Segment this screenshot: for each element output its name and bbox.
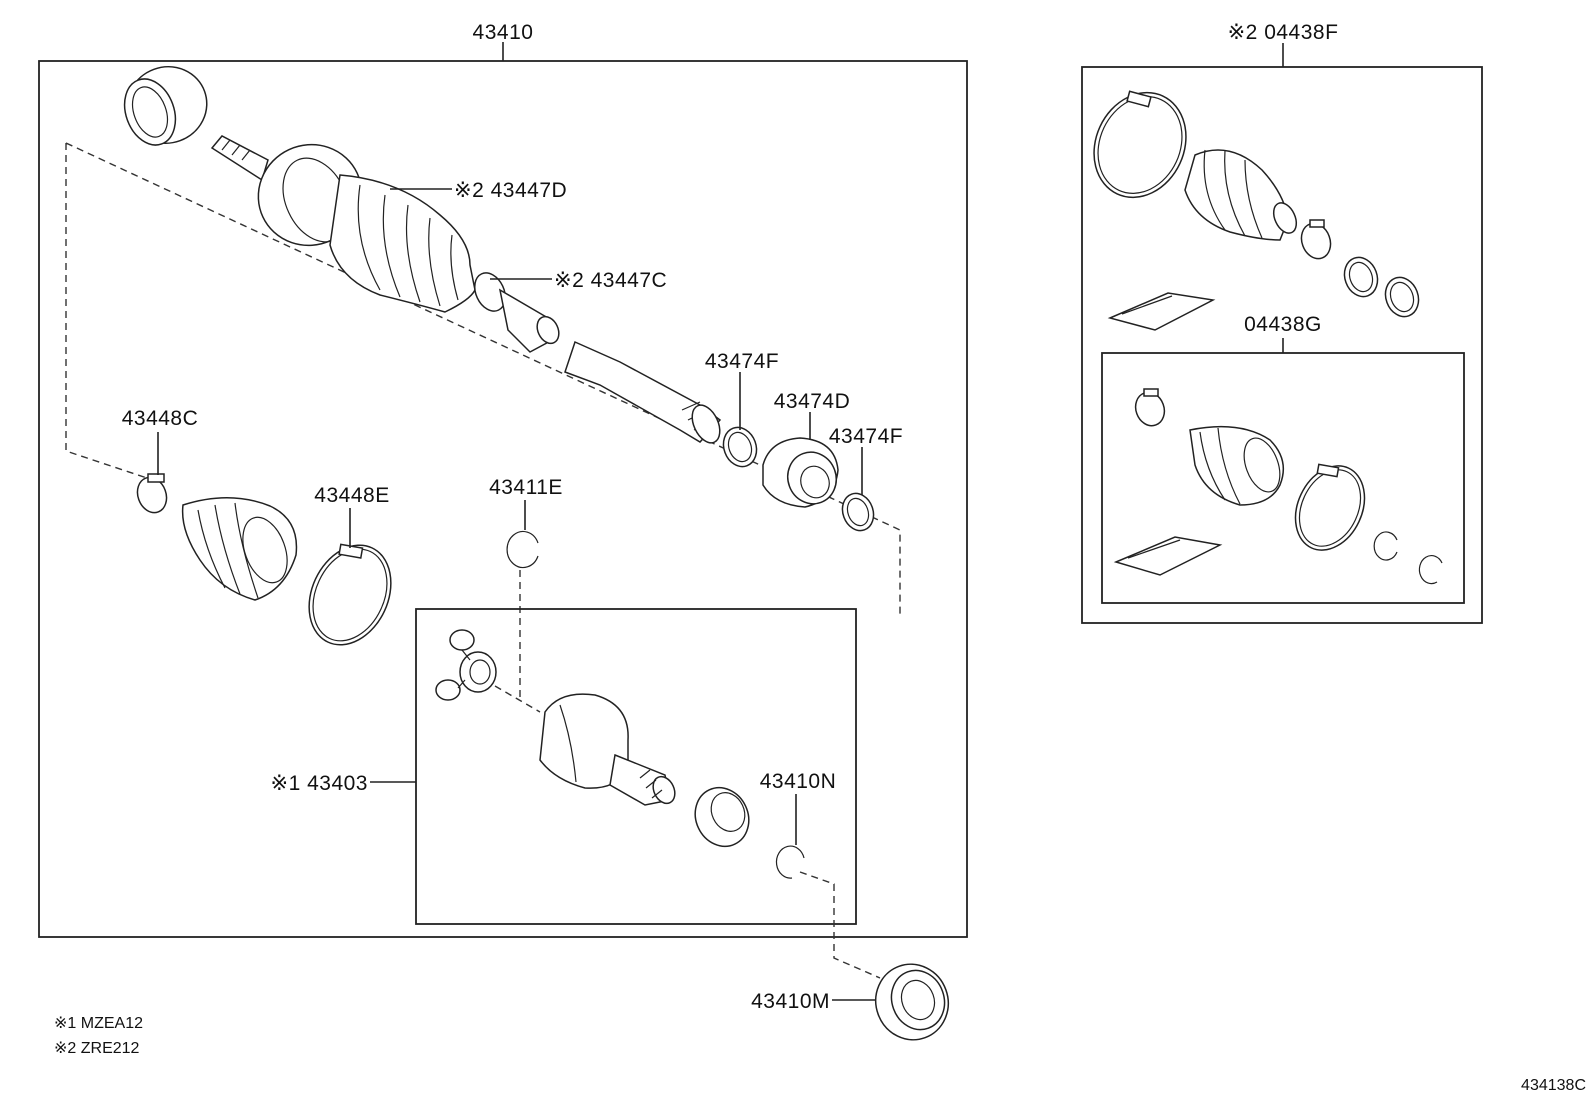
- ring-43474F-a-icon: [722, 426, 758, 468]
- kit-ring-b-icon: [1384, 276, 1420, 318]
- kit-inner-clamp-icon: [1134, 388, 1166, 427]
- kit-outer-label[interactable]: ※2 04438F: [1228, 21, 1339, 44]
- kit-outer-frame: [1081, 66, 1483, 624]
- band-43448E-icon: [308, 543, 392, 646]
- tripod-icon: [435, 629, 497, 701]
- callout-43474F-a[interactable]: 43474F: [705, 350, 779, 373]
- snap-ring-43411E-icon: [506, 530, 539, 569]
- bearing-ring-icon: [123, 66, 208, 146]
- footnote-1: ※1 MZEA12: [54, 1015, 143, 1032]
- kit-boot-icon: [1184, 149, 1298, 241]
- clamp-43448C-icon: [136, 473, 168, 514]
- bearing-43410M-icon: [875, 963, 949, 1041]
- callout-43474F-b[interactable]: 43474F: [829, 425, 903, 448]
- boot-icon: [181, 497, 298, 601]
- kit-inner-snap-ring-a-icon: [1373, 531, 1398, 561]
- callout-43410N[interactable]: 43410N: [760, 770, 837, 793]
- kit-inner-snap-ring-b-icon: [1418, 555, 1443, 585]
- kit-clamp-icon: [1300, 219, 1332, 260]
- callout-43447D[interactable]: ※2 43447D: [454, 179, 567, 202]
- kit-grease-pack-icon: [1107, 292, 1216, 331]
- ring-43474F-b-icon: [841, 492, 875, 532]
- main-assembly-label[interactable]: 43410: [473, 21, 534, 44]
- kit-inner-label[interactable]: 04438G: [1244, 313, 1322, 336]
- snap-ring-43410N-icon: [775, 845, 805, 879]
- callout-43474D[interactable]: 43474D: [774, 390, 851, 413]
- drive-shaft-icon: [210, 135, 722, 444]
- damper-43474D-icon: [762, 437, 839, 508]
- kit-inner-band-icon: [1294, 463, 1366, 551]
- figure-code: 434138C: [1521, 1077, 1586, 1094]
- footnote-2: ※2 ZRE212: [54, 1040, 140, 1057]
- callout-43411E[interactable]: 43411E: [489, 476, 563, 499]
- inner-joint-frame: [415, 608, 857, 925]
- callout-43448C[interactable]: 43448C: [122, 407, 199, 430]
- kit-inner-grease-pack-icon: [1113, 536, 1223, 576]
- kit-ring-a-icon: [1343, 256, 1379, 298]
- kit-inner-boot-icon: [1189, 425, 1285, 506]
- callout-43448E[interactable]: 43448E: [314, 484, 389, 507]
- inner-joint-housing-icon: [539, 693, 676, 806]
- seal-icon: [694, 786, 750, 848]
- callout-43447C[interactable]: ※2 43447C: [554, 269, 667, 292]
- callout-43410M[interactable]: 43410M: [751, 990, 830, 1013]
- callout-43403[interactable]: ※1 43403: [270, 772, 368, 795]
- kit-band-icon: [1093, 90, 1187, 199]
